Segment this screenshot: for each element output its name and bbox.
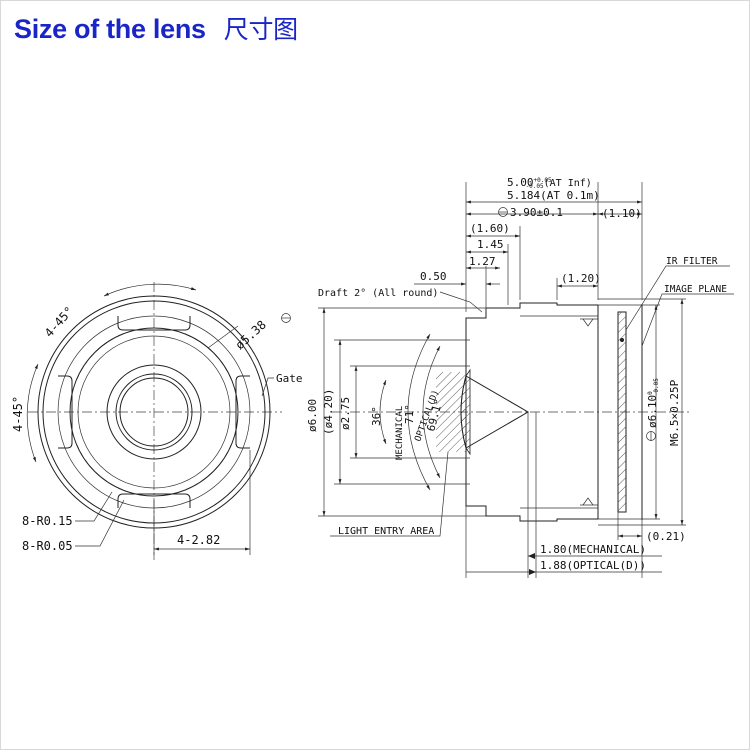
- angle-36-label: 36°: [370, 406, 383, 426]
- dim-600-label: ø6.00: [306, 399, 319, 432]
- front-aperture-circle: [119, 377, 189, 447]
- dim-180-label: 1.80(MECHANICAL): [540, 543, 646, 556]
- dim-390-label: 3.90±0.1: [510, 206, 563, 219]
- front-inner-ring: [77, 335, 231, 489]
- dim-160-label: (1.60): [470, 222, 510, 235]
- dim-188-label: 1.88(OPTICAL(D)): [540, 559, 646, 572]
- dia-outer-label: ø5.38: [233, 318, 269, 353]
- angle-top-label: 4-45°: [42, 304, 77, 340]
- dim-len-01m: 5.184(AT 0.1m): [507, 189, 600, 202]
- mech-angle: 71°: [403, 404, 416, 424]
- draft-label: Draft 2° (All round): [318, 288, 438, 299]
- dim-420-label: (ø4.20): [322, 389, 335, 435]
- dim-610-label: ø6.100-0.05: [646, 378, 660, 428]
- angle-36-arc: [379, 379, 387, 445]
- r005-leader: [75, 499, 125, 547]
- light-entry-label: LIGHT ENTRY AREA: [338, 526, 434, 537]
- front-notches: [58, 316, 250, 508]
- title-chinese: 尺寸图: [223, 15, 298, 44]
- angle-left-arc: [26, 363, 39, 463]
- angle-left-label: 4-45°: [11, 396, 25, 432]
- gate-label: Gate: [276, 372, 303, 385]
- dim-180-arrow: [528, 553, 535, 559]
- width-label: 4-2.82: [177, 533, 220, 547]
- ir-filter-leader: [625, 265, 730, 331]
- title-english: Size of the lens: [14, 14, 206, 44]
- draft-leader: [439, 291, 483, 313]
- angle-opt-arc: [422, 345, 441, 479]
- mech-label: MECHANICAL: [395, 406, 405, 460]
- dim-145-label: 1.45: [477, 238, 504, 251]
- gate-leader: [261, 377, 274, 397]
- front-body-circle: [69, 327, 239, 497]
- page-title: Size of the lens 尺寸图: [14, 10, 298, 46]
- ir-filter-dot-icon: [620, 338, 624, 342]
- dia-outer-leader: [207, 325, 239, 349]
- front-barrel-circle: [106, 364, 202, 460]
- r015-label: 8-R0.15: [22, 514, 73, 528]
- dim-110-label: (1.10): [602, 207, 642, 220]
- dim-275-label: ø2.75: [339, 397, 352, 430]
- thread-marks: [580, 318, 598, 506]
- dim-len-inf: 5.00+0.05-0.05(AT Inf): [507, 176, 592, 190]
- ir-filter-label: IR FILTER: [666, 256, 718, 267]
- thread-label: M6.5×0.25P: [668, 379, 681, 446]
- r005-label: 8-R0.05: [22, 539, 73, 553]
- dim-127-label: 1.27: [469, 255, 496, 268]
- front-lens-circle: [115, 373, 193, 451]
- angle-mech-arc: [407, 333, 431, 491]
- r015-leader: [75, 491, 113, 522]
- optical-hatch: [436, 372, 466, 452]
- image-plane-label: IMAGE PLANE: [664, 284, 727, 295]
- front-view: 4-45° 4-45° ø5.38 Gate 8-R0.15 8-R0.05 4…: [11, 282, 303, 560]
- angle-top-arc: [103, 283, 197, 297]
- dim-021-label: (0.21): [646, 530, 686, 543]
- ir-filter-hatch: [618, 312, 626, 512]
- dim-188-arrow: [529, 569, 536, 575]
- light-entry-leader: [330, 451, 449, 537]
- dim-050-label: 0.50: [420, 270, 447, 283]
- dim-120-label: (1.20): [561, 272, 601, 285]
- image-plane-leader: [641, 293, 734, 347]
- side-view: 5.00+0.05-0.05(AT Inf) 5.184(AT 0.1m) 3.…: [306, 176, 734, 578]
